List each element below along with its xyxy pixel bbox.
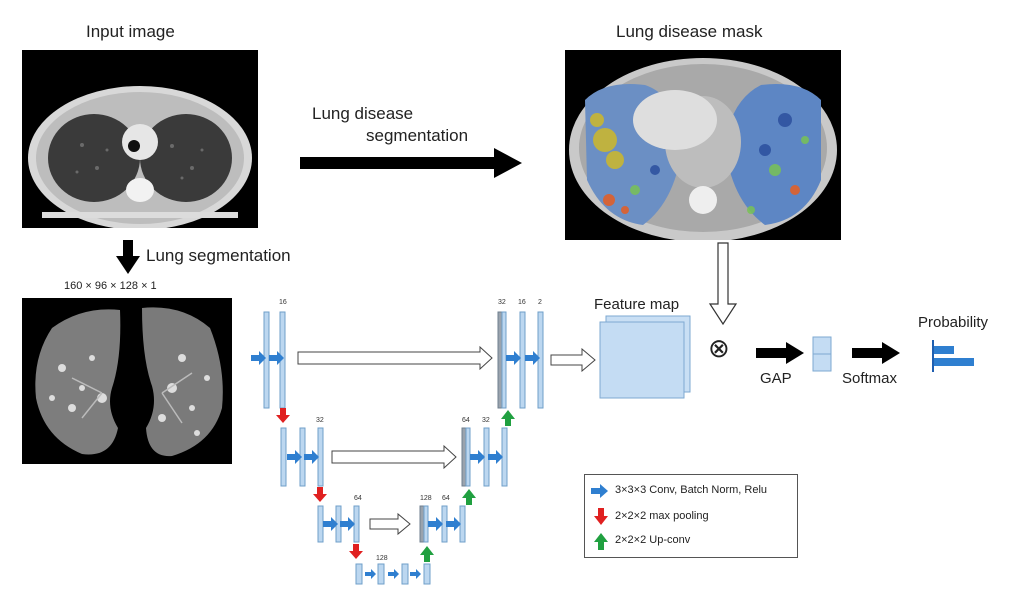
bottom-block-c xyxy=(401,563,409,585)
skip-connection-1 xyxy=(297,345,493,371)
enc2-channels: 32 xyxy=(316,417,324,424)
enc3-block-a xyxy=(317,505,324,543)
probability-bar-icon xyxy=(932,340,974,372)
conv-arrow-icon xyxy=(591,484,608,498)
dec3-block-up xyxy=(423,505,429,543)
enc2-block-a xyxy=(280,427,287,487)
skip-connection-3 xyxy=(369,512,411,536)
enc3-channels: 64 xyxy=(354,495,362,502)
legend-pool-label: 2×2×2 max pooling xyxy=(615,510,709,522)
dec1-block-b xyxy=(537,311,544,409)
dec3-concat-channels: 128 xyxy=(420,495,432,502)
legend-upconv-row: 2×2×2 Up-conv xyxy=(591,531,791,551)
up-conv-arrow-2 xyxy=(462,489,476,505)
upconv-arrow-icon xyxy=(594,533,608,550)
lung-segmentation-label: Lung segmentation xyxy=(146,246,291,265)
dec2-block-skip xyxy=(461,427,467,487)
mask-down-arrow-icon xyxy=(708,242,738,326)
input-image-title: Input image xyxy=(86,22,175,41)
segmentation-label-line2: segmentation xyxy=(366,126,469,145)
segmentation-arrow-icon xyxy=(300,148,522,178)
dec1-block-up xyxy=(501,311,507,409)
max-pool-arrow-1 xyxy=(276,408,290,423)
max-pool-arrow-3 xyxy=(349,544,363,559)
bottom-block-d xyxy=(423,563,431,585)
dec3-out-channels: 64 xyxy=(442,495,450,502)
dec1-block-skip xyxy=(497,311,503,409)
softmax-label: Softmax xyxy=(842,370,898,387)
pool-arrow-icon xyxy=(594,508,608,525)
input-dimensions-label: 160 × 96 × 128 × 1 xyxy=(64,280,157,292)
dec2-out-channels: 32 xyxy=(482,417,490,424)
gap-vector xyxy=(812,336,832,372)
probability-label: Probability xyxy=(918,314,989,331)
feature-map-label: Feature map xyxy=(594,296,680,313)
legend-box: 3×3×3 Conv, Batch Norm, Relu 2×2×2 max p… xyxy=(584,474,798,558)
max-pool-arrow-2 xyxy=(313,487,327,502)
to-softmax-arrow-icon xyxy=(852,342,900,364)
dec3-block-skip xyxy=(419,505,425,543)
input-ct-image xyxy=(22,50,258,228)
dec1-concat-channels: 32 xyxy=(498,299,506,306)
legend-upconv-label: 2×2×2 Up-conv xyxy=(615,534,691,546)
segmented-lung-image xyxy=(22,298,232,464)
unet-diagram: 16 32 16 2 32 64 32 xyxy=(251,299,544,585)
bottom-block-a xyxy=(355,563,363,585)
legend-conv-label: 3×3×3 Conv, Batch Norm, Relu xyxy=(615,484,768,496)
bottom-block-b xyxy=(377,563,385,585)
feature-map-stack xyxy=(599,315,691,399)
legend-pool-row: 2×2×2 max pooling xyxy=(591,507,791,527)
final-channels: 2 xyxy=(538,299,542,306)
enc1-channels: 16 xyxy=(279,299,287,306)
skip-connection-2 xyxy=(331,444,457,470)
to-feature-map-arrow-icon xyxy=(550,348,596,372)
bottom-channels: 128 xyxy=(376,555,388,562)
lung-disease-mask-title: Lung disease mask xyxy=(616,22,763,41)
segmentation-label-line1: Lung disease xyxy=(312,104,414,123)
to-gap-arrow-icon xyxy=(756,342,804,364)
enc1-block-a xyxy=(263,311,270,409)
lung-disease-mask-image xyxy=(565,50,841,240)
dec1-block-a xyxy=(519,311,526,409)
lung-segmentation-arrow-icon xyxy=(116,240,140,274)
gap-label: GAP xyxy=(760,370,792,387)
dec1-out-channels: 16 xyxy=(518,299,526,306)
up-conv-arrow-1 xyxy=(501,410,515,426)
dec2-concat-channels: 64 xyxy=(462,417,470,424)
multiply-icon: ⊗ xyxy=(708,334,730,364)
legend-conv-row: 3×3×3 Conv, Batch Norm, Relu xyxy=(591,481,791,501)
dec2-block-up xyxy=(465,427,471,487)
up-conv-arrow-3 xyxy=(420,546,434,562)
